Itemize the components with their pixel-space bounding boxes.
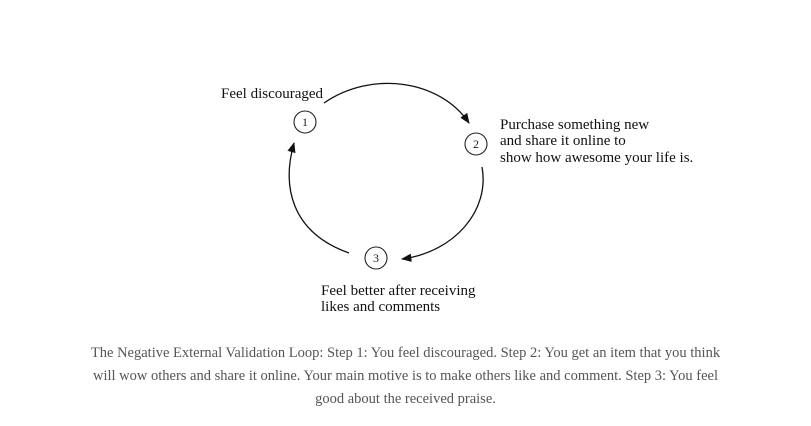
step-3-number: 3 — [373, 251, 379, 265]
step-3-label: Feel better after receiving likes and co… — [321, 283, 479, 315]
arrow-step2-to-step3 — [400, 166, 484, 262]
step-3-node: 3 — [364, 246, 388, 270]
step-2-node: 2 — [464, 132, 488, 156]
arrow-step1-to-step2 — [323, 82, 470, 124]
arrow-step3-to-step1 — [287, 141, 350, 254]
step-1-label: Feel discouraged — [221, 86, 324, 102]
step-1-number: 1 — [302, 115, 308, 129]
step-1-node: 1 — [293, 110, 317, 134]
step-2-number: 2 — [473, 137, 479, 151]
validation-loop-diagram: 1 Feel discouraged 2 Purchase something … — [221, 82, 693, 315]
figure-caption: The Negative External Validation Loop: S… — [90, 345, 721, 407]
step-2-label: Purchase something new and share it onli… — [500, 117, 693, 166]
